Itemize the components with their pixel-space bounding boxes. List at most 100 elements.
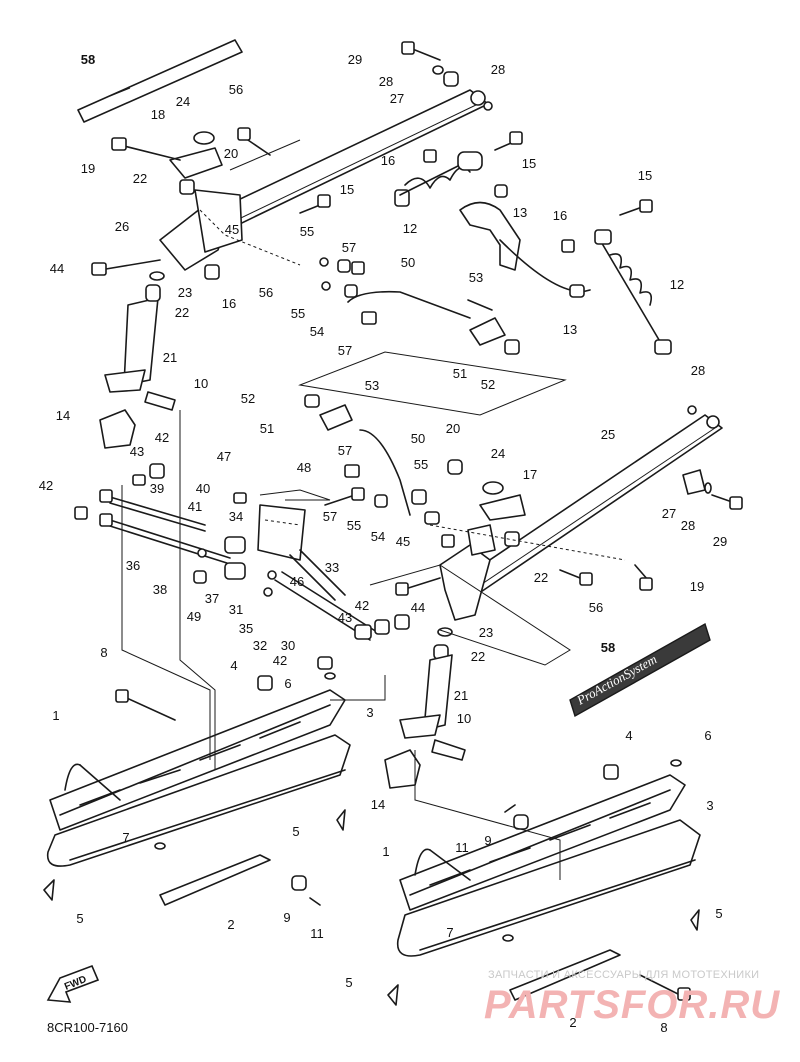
callout-c49: 49 bbox=[187, 609, 201, 624]
callout-c22d: 22 bbox=[471, 649, 485, 664]
callout-c15b: 15 bbox=[340, 182, 354, 197]
callout-c35: 35 bbox=[239, 621, 253, 636]
mount-plate-46 bbox=[257, 504, 306, 561]
callout-c52a: 52 bbox=[481, 377, 495, 392]
callout-c42c: 42 bbox=[355, 598, 369, 613]
callout-c28a: 28 bbox=[379, 74, 393, 89]
callout-c55b: 55 bbox=[291, 306, 305, 321]
callout-c50a: 50 bbox=[401, 255, 415, 270]
callout-c58a: 58 bbox=[81, 52, 95, 67]
callout-c38: 38 bbox=[153, 582, 167, 597]
callout-c30: 30 bbox=[281, 638, 295, 653]
callout-c55d: 55 bbox=[347, 518, 361, 533]
callout-c33: 33 bbox=[325, 560, 339, 575]
callout-c23b: 23 bbox=[479, 625, 493, 640]
callout-c44a: 44 bbox=[50, 261, 64, 276]
steering-arm-right bbox=[479, 494, 526, 521]
callout-c27b: 27 bbox=[662, 506, 676, 521]
callout-c57a: 57 bbox=[342, 240, 356, 255]
callout-c12b: 12 bbox=[670, 277, 684, 292]
callout-c45b: 45 bbox=[396, 534, 410, 549]
callout-c5a: 5 bbox=[292, 824, 299, 839]
callout-c56b: 56 bbox=[259, 285, 273, 300]
callout-c39: 39 bbox=[150, 481, 164, 496]
tie-rod-39 bbox=[109, 496, 206, 526]
callout-c10a: 10 bbox=[194, 376, 208, 391]
decal-strip-top bbox=[77, 39, 243, 123]
callout-c3b: 3 bbox=[706, 798, 713, 813]
ski-runner-left bbox=[159, 854, 271, 906]
callout-c26: 26 bbox=[115, 219, 129, 234]
callout-c47: 47 bbox=[217, 449, 231, 464]
callout-c53a: 53 bbox=[469, 270, 483, 285]
callout-c51b: 51 bbox=[260, 421, 274, 436]
callout-c5b: 5 bbox=[76, 911, 83, 926]
callout-c56c: 56 bbox=[589, 600, 603, 615]
callout-c18: 18 bbox=[151, 107, 165, 122]
callout-c54b: 54 bbox=[371, 529, 385, 544]
callout-c43a: 43 bbox=[130, 444, 144, 459]
watermark-main-text: PARTSFOR.RU bbox=[484, 983, 780, 1027]
callout-c31: 31 bbox=[229, 602, 243, 617]
callout-c6a: 6 bbox=[284, 676, 291, 691]
callout-c27a: 27 bbox=[390, 91, 404, 106]
callout-c57d: 57 bbox=[323, 509, 337, 524]
callout-c7a: 7 bbox=[122, 830, 129, 845]
callout-c58b: 58 bbox=[601, 640, 615, 655]
callout-c5d: 5 bbox=[345, 975, 352, 990]
callout-c16a: 16 bbox=[381, 153, 395, 168]
line-art bbox=[43, 39, 743, 1006]
callout-c43b: 43 bbox=[338, 610, 352, 625]
fwd-arrow-icon: FWD bbox=[46, 964, 100, 1003]
callout-c11a: 11 bbox=[455, 840, 469, 855]
callout-c2b: 2 bbox=[569, 1015, 576, 1030]
callout-c48: 48 bbox=[297, 460, 311, 475]
ski-left bbox=[46, 734, 351, 867]
callout-c55c: 55 bbox=[414, 457, 428, 472]
callout-c34: 34 bbox=[229, 509, 243, 524]
callout-c29b: 29 bbox=[713, 534, 727, 549]
callout-c52b: 52 bbox=[241, 391, 255, 406]
callout-c13b: 13 bbox=[563, 322, 577, 337]
shock-absorber-right bbox=[599, 239, 666, 351]
callout-c14a: 14 bbox=[56, 408, 70, 423]
callout-c56a: 56 bbox=[229, 82, 243, 97]
ski-runner-right bbox=[509, 949, 621, 1001]
callout-c46: 46 bbox=[290, 574, 304, 589]
callout-c54a: 54 bbox=[310, 324, 324, 339]
callout-c2a: 2 bbox=[227, 917, 234, 932]
stabilizer-rod-top bbox=[347, 290, 471, 319]
callout-c4b: 4 bbox=[625, 728, 632, 743]
callout-c45a: 45 bbox=[225, 222, 239, 237]
callout-c1a: 1 bbox=[52, 708, 59, 723]
stabilizer-rod-mid bbox=[359, 429, 411, 516]
callout-c22c: 22 bbox=[534, 570, 548, 585]
callout-c24a: 24 bbox=[176, 94, 190, 109]
callout-c55a: 55 bbox=[300, 224, 314, 239]
tie-rod-36 bbox=[109, 519, 231, 559]
callout-c42b: 42 bbox=[39, 478, 53, 493]
callout-c17: 17 bbox=[523, 467, 537, 482]
decal-text: ProActionSystem bbox=[573, 651, 659, 708]
callout-c8a: 8 bbox=[100, 645, 107, 660]
callout-c51a: 51 bbox=[453, 366, 467, 381]
callout-c57c: 57 bbox=[338, 443, 352, 458]
watermark-top-text: ЗАПЧАСТИ И АКСЕССУАРЫ ДЛЯ МОТОТЕХНИКИ bbox=[488, 969, 759, 981]
shock-absorber-top bbox=[394, 189, 410, 207]
callout-c23a: 23 bbox=[178, 285, 192, 300]
diagram-code: 8CR100-7160 bbox=[47, 1020, 128, 1035]
callout-c11b: 11 bbox=[310, 926, 324, 941]
steering-spindle-right bbox=[423, 654, 453, 731]
callout-c19a: 19 bbox=[81, 161, 95, 176]
callout-c19b: 19 bbox=[690, 579, 704, 594]
callout-c13a: 13 bbox=[513, 205, 527, 220]
callout-c28c: 28 bbox=[691, 363, 705, 378]
callout-c25: 25 bbox=[601, 427, 615, 442]
ski-right bbox=[396, 819, 701, 957]
callout-c8b: 8 bbox=[660, 1020, 667, 1035]
callout-c42a: 42 bbox=[155, 430, 169, 445]
callout-c21b: 21 bbox=[454, 688, 468, 703]
